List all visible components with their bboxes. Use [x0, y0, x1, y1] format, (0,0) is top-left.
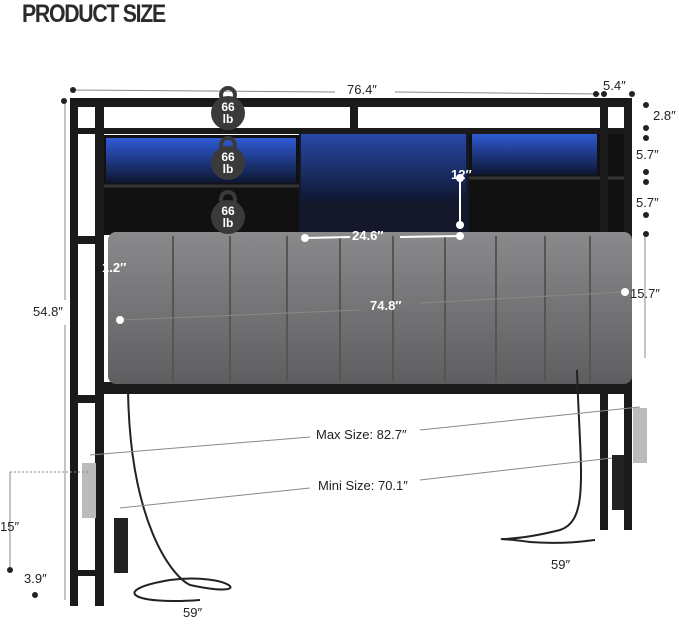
dim-top-gap: 2.8″: [653, 108, 676, 123]
dim-total-width: 76.4″: [347, 82, 377, 97]
bracket-right-2: [612, 455, 624, 510]
bracket-right: [633, 408, 647, 463]
dim-cord-left: 59″: [183, 605, 203, 620]
power-cord-left: [127, 389, 232, 602]
dim-shelf-lower: 5.7″: [636, 195, 659, 210]
dim-leg-height: 15″: [0, 519, 20, 534]
dim-total-height: 54.8″: [33, 304, 63, 319]
dim-post-depth: 5.4″: [603, 78, 626, 93]
dim-foot-height: 3.9″: [24, 571, 47, 586]
cushion: [108, 232, 632, 384]
page-title: PRODUCT SIZE: [22, 0, 166, 28]
power-cord-right: [500, 369, 596, 544]
dim-cord-right: 59″: [551, 557, 571, 572]
dim-max-size: Max Size: 82.7″: [316, 427, 407, 442]
cushion-seams: [172, 236, 591, 382]
dim-cushion-width: 74.8″: [370, 298, 402, 313]
dimension-endpoints: [7, 87, 649, 598]
bracket-left: [82, 463, 96, 518]
dim-center-width: 24.6″: [352, 228, 384, 243]
dim-cushion-height: 15.7″: [630, 286, 660, 301]
weight-icons: [211, 86, 245, 234]
dim-center-height: 12″: [451, 167, 472, 182]
bracket-left-2: [114, 518, 128, 573]
dimension-lines: [9, 89, 646, 600]
dim-side-gap: 1.2″: [102, 260, 127, 275]
dim-mini-size: Mini Size: 70.1″: [318, 478, 408, 493]
dim-shelf-upper: 5.7″: [636, 147, 659, 162]
